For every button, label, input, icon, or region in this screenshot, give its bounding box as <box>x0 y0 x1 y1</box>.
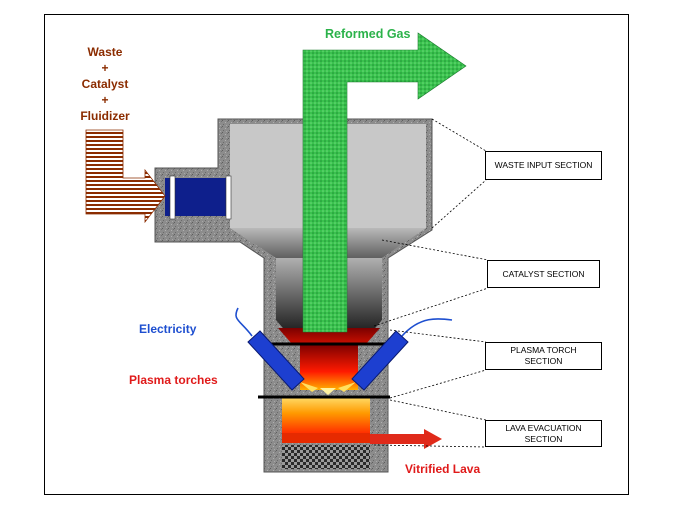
input-line-plus-1: + <box>101 61 109 75</box>
vitrified-lava-arrow <box>370 429 442 449</box>
catalyst-section-box: CATALYST SECTION <box>487 260 600 288</box>
input-line-plus-2: + <box>101 93 109 107</box>
lava-evacuation-section-label-2: SECTION <box>524 433 563 444</box>
plasma-torches-label: Plasma torches <box>129 373 218 387</box>
plasma-flames <box>300 382 356 395</box>
waste-feed-arrow <box>85 129 166 224</box>
catalyst-section-label: CATALYST SECTION <box>502 268 585 279</box>
waste-input-section-label: WASTE INPUT SECTION <box>494 160 593 170</box>
leader-lines <box>373 118 489 448</box>
plasma-torch-left <box>247 330 305 391</box>
lava-evacuation-section-label-1: LAVA EVACUATION <box>505 422 582 433</box>
plasma-torch-right <box>351 330 409 391</box>
lava-pool <box>282 396 370 434</box>
waste-input-label: Waste + Catalyst + Fluidizer <box>60 44 150 124</box>
diagram-frame <box>44 14 629 495</box>
plasma-torch-section-box: PLASMA TORCH SECTION <box>485 342 602 370</box>
reformed-gas-arrow <box>302 32 467 333</box>
electric-cable-left <box>235 307 253 337</box>
plasma-torch-section-label-1: PLASMA TORCH <box>510 345 577 355</box>
electricity-label: Electricity <box>139 322 197 336</box>
input-line-fluidizer: Fluidizer <box>80 109 130 123</box>
waste-input-section-box: WASTE INPUT SECTION <box>485 151 602 180</box>
plasma-torch-zone <box>300 344 358 390</box>
feed-pipe <box>165 178 231 216</box>
feed-pipe-flange-right <box>225 175 232 220</box>
lava-evacuation-section-box: LAVA EVACUATION SECTION <box>485 420 602 447</box>
lava-tap <box>282 433 370 443</box>
reformed-gas-label: Reformed Gas <box>325 27 411 41</box>
vitrified-lava-label: Vitrified Lava <box>405 462 481 476</box>
slag-plug <box>282 445 370 469</box>
plasma-torch-section-label-2: SECTION <box>524 356 563 366</box>
feed-pipe-flange-left <box>169 175 176 220</box>
electric-cable-right <box>401 318 453 337</box>
input-line-waste: Waste <box>87 45 123 59</box>
input-line-catalyst: Catalyst <box>81 77 129 91</box>
